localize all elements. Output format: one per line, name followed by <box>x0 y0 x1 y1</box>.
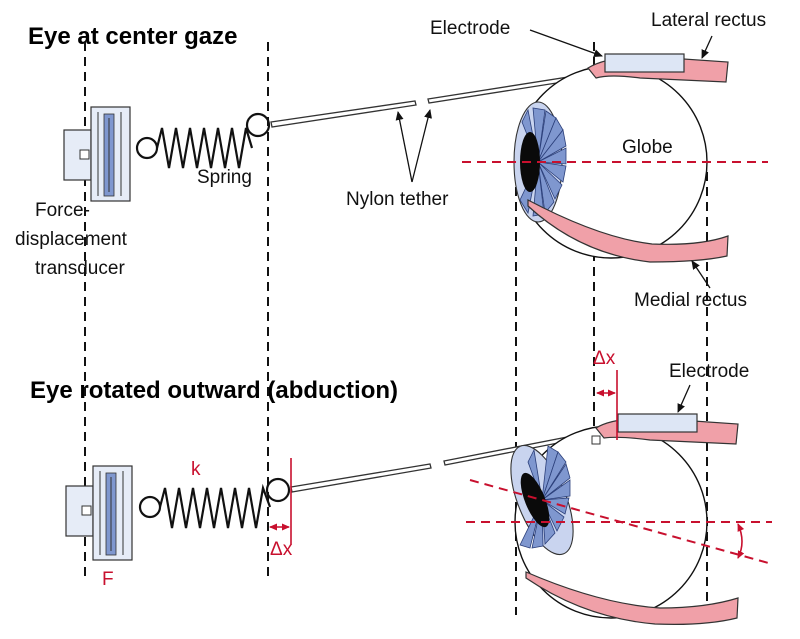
label-medial-rectus: Medial rectus <box>634 290 747 311</box>
label-transducer-line-2: displacement <box>15 229 128 250</box>
electrode-bottom-icon <box>617 413 698 433</box>
gaze-lines-abduction <box>466 479 773 565</box>
delta-x-spring-marker <box>269 458 292 545</box>
label-nylon-tether: Nylon tether <box>346 189 449 210</box>
label-lateral-rectus: Lateral rectus <box>651 10 766 31</box>
lateral-rectus-bottom <box>591 413 739 445</box>
leader-arrow-electrode-bottom <box>677 384 691 413</box>
rotation-angle-arc <box>737 523 745 559</box>
label-delta-x-eye: Δx <box>593 348 616 369</box>
electrode-top-icon <box>604 53 685 73</box>
label-transducer-line-1: Force- <box>35 200 90 221</box>
lateral-rectus-top <box>587 53 729 83</box>
label-spring-constant-k: k <box>191 459 201 480</box>
medial-rectus-bottom <box>525 571 739 625</box>
delta-x-eye-marker <box>596 370 618 440</box>
spring-coil-icon-bottom <box>138 477 291 529</box>
label-transducer-line-3: transducer <box>35 258 125 279</box>
label-delta-x-spring: Δx <box>270 539 293 560</box>
leader-arrows-top <box>395 29 713 289</box>
label-spring: Spring <box>197 167 252 188</box>
label-electrode-top: Electrode <box>430 18 510 39</box>
force-transducer-icon <box>63 106 131 202</box>
heading-abduction: Eye rotated outward (abduction) <box>30 377 398 404</box>
label-globe: Globe <box>622 137 673 158</box>
force-transducer-icon-bottom <box>65 465 133 561</box>
medial-rectus-top <box>527 199 729 263</box>
spring-coil-icon <box>135 112 271 169</box>
heading-center-gaze: Eye at center gaze <box>28 23 237 50</box>
label-electrode-bottom: Electrode <box>669 361 749 382</box>
label-force-F: F <box>102 569 114 590</box>
